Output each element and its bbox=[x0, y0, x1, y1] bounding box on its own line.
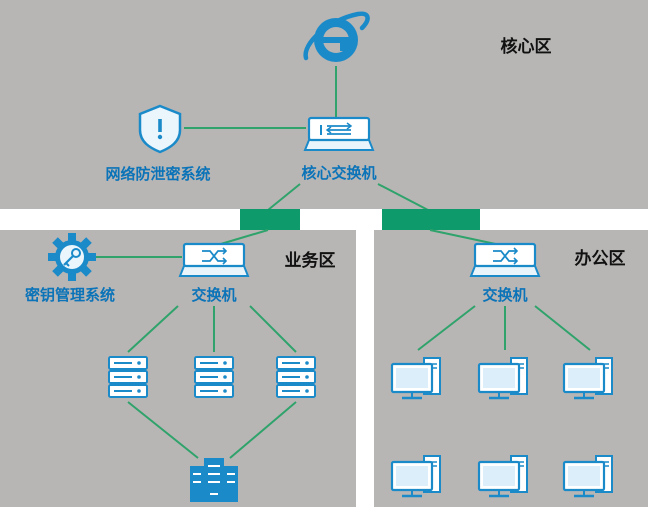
shield-icon bbox=[138, 104, 182, 154]
desktop-computer-icon bbox=[390, 356, 442, 400]
ie-browser-icon bbox=[303, 11, 370, 62]
office-switch-label: 交换机 bbox=[482, 286, 527, 304]
server-icon bbox=[108, 356, 148, 398]
dlp-label: 网络防泄密系统 bbox=[105, 165, 210, 183]
desktop-computer-icon bbox=[562, 454, 614, 498]
core-business-link bbox=[240, 209, 300, 230]
core-zone-title: 核心区 bbox=[501, 36, 552, 57]
key-mgmt-label: 密钥管理系统 bbox=[25, 286, 115, 304]
business-zone-title: 业务区 bbox=[285, 250, 336, 271]
office-zone-title: 办公区 bbox=[575, 248, 626, 269]
server-cluster-icon bbox=[190, 458, 238, 502]
business-switch-label: 交换机 bbox=[191, 286, 236, 304]
gear-key-icon bbox=[48, 233, 96, 281]
desktop-computer-icon bbox=[390, 454, 442, 498]
desktop-computer-icon bbox=[477, 356, 529, 400]
server-icon bbox=[194, 356, 234, 398]
core-switch-label: 核心交换机 bbox=[301, 164, 376, 182]
office-switch-icon bbox=[469, 242, 541, 278]
business-switch-icon bbox=[178, 242, 250, 278]
server-icon bbox=[276, 356, 316, 398]
desktop-computer-icon bbox=[562, 356, 614, 400]
core-switch-icon bbox=[303, 116, 375, 152]
desktop-computer-icon bbox=[477, 454, 529, 498]
core-office-link bbox=[382, 209, 480, 230]
